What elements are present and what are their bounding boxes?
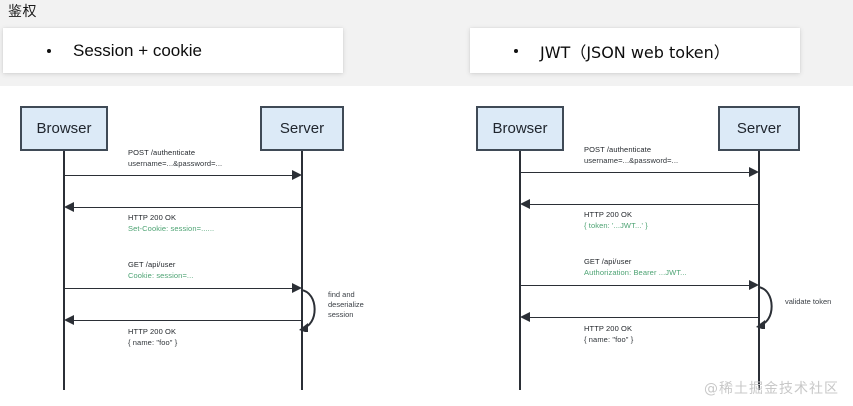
message-label-1: POST /authenticate username=...&password…: [128, 148, 223, 168]
bullet-row: Session + cookie: [3, 41, 343, 61]
message-label-3: GET /api/user Authorization: Bearer ...J…: [584, 257, 687, 277]
arrow-head-icon: [64, 315, 74, 325]
bullet-dot-icon: [47, 48, 51, 53]
message-arrow-4: [530, 317, 759, 318]
sequence-diagram-jwt: Browser Server POST /authenticate userna…: [455, 100, 853, 390]
actor-label-browser: Browser: [36, 120, 92, 137]
self-action-label: validate token: [785, 297, 832, 306]
message-label-2: HTTP 200 OK Set-Cookie: session=......: [128, 213, 215, 233]
watermark: @稀土掘金技术社区: [704, 381, 839, 397]
message-arrow-1: [64, 175, 294, 176]
arrow-head-icon: [64, 202, 74, 212]
message-arrow-3: [520, 285, 751, 286]
arrow-head-icon: [292, 170, 302, 180]
actor-box-browser: Browser: [476, 106, 564, 151]
actor-box-browser: Browser: [20, 106, 108, 151]
arrow-head-icon: [520, 312, 530, 322]
message-arrow-1: [520, 172, 751, 173]
message-arrow-2: [74, 207, 302, 208]
page-title: 鉴权: [8, 4, 37, 20]
actor-box-server: Server: [718, 106, 800, 151]
self-loop-arc-icon: [756, 286, 773, 329]
lifeline-server: [758, 151, 760, 390]
message-arrow-3: [64, 288, 294, 289]
message-label-3: GET /api/user Cookie: session=...: [128, 260, 194, 280]
slide-card-session-cookie: Session + cookie: [3, 28, 343, 73]
arrow-head-icon: [292, 283, 302, 293]
self-loop-arc-icon: [299, 289, 316, 332]
actor-label-server: Server: [736, 120, 782, 137]
message-arrow-2: [530, 204, 759, 205]
card-title-jwt: JWT（JSON web token）: [540, 42, 730, 62]
actor-label-server: Server: [279, 120, 325, 137]
arrow-head-icon: [749, 167, 759, 177]
lifeline-browser: [519, 151, 521, 390]
card-title-session-cookie: Session + cookie: [73, 40, 202, 60]
message-label-4: HTTP 200 OK { name: "foo" }: [128, 327, 178, 347]
lifeline-browser: [63, 151, 65, 390]
slide-card-jwt: JWT（JSON web token）: [470, 28, 800, 73]
actor-box-server: Server: [260, 106, 344, 151]
lifeline-server: [301, 151, 303, 390]
message-label-2: HTTP 200 OK { token: '...JWT...' }: [584, 210, 648, 230]
arrow-head-icon: [520, 199, 530, 209]
actor-label-browser: Browser: [492, 120, 548, 137]
self-action-label: find and deserialize session: [328, 290, 364, 319]
message-arrow-4: [74, 320, 302, 321]
message-label-1: POST /authenticate username=...&password…: [584, 145, 679, 165]
sequence-diagram-session-cookie: Browser Server POST /authenticate userna…: [0, 100, 426, 390]
arrow-head-icon: [749, 280, 759, 290]
bullet-row: JWT（JSON web token）: [470, 39, 800, 63]
message-label-4: HTTP 200 OK { name: "foo" }: [584, 324, 634, 344]
bullet-dot-icon: [514, 48, 518, 53]
